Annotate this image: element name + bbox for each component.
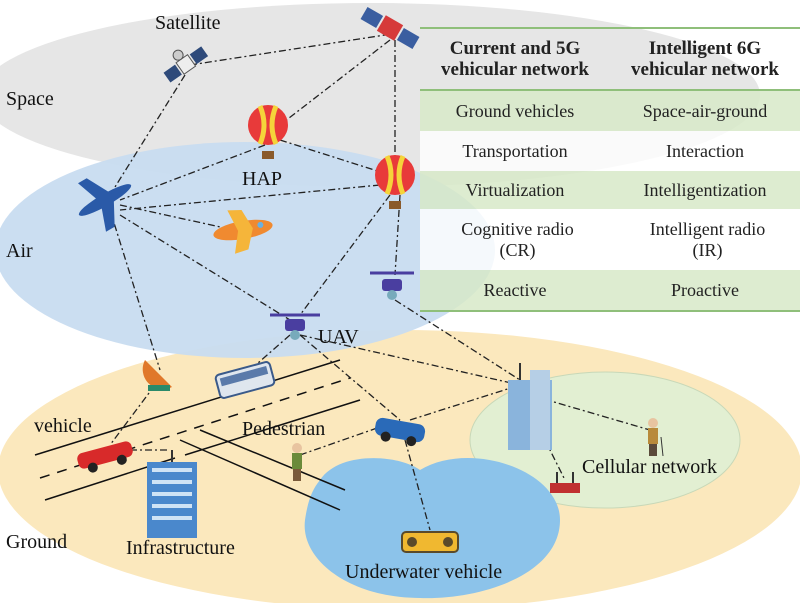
drone-icon xyxy=(270,313,320,340)
air-label: Air xyxy=(6,240,33,262)
airplane-icon xyxy=(213,209,273,254)
satellite-dish-icon xyxy=(142,360,172,391)
drone-icon xyxy=(370,271,414,300)
table-header: Current and 5G vehicular network Intelli… xyxy=(420,29,800,91)
comparison-table: Current and 5G vehicular network Intelli… xyxy=(420,27,800,312)
table-row: Reactive Proactive xyxy=(420,270,800,310)
cell-5g: Ground vehicles xyxy=(455,100,575,121)
cell-6g: Space-air-ground xyxy=(642,100,768,121)
bus-icon xyxy=(214,361,276,399)
hap-label: HAP xyxy=(242,168,283,190)
table-row: Cognitive radio (CR) Intelligent radio (… xyxy=(420,209,800,270)
table-row: Ground vehicles Space-air-ground xyxy=(420,91,800,131)
header-5g: Current and 5G vehicular network xyxy=(441,38,589,80)
vehicle-label: vehicle xyxy=(34,415,92,437)
infrastructure-label: Infrastructure xyxy=(126,537,235,559)
underwater-vehicle-icon xyxy=(401,531,459,553)
table-row: Virtualization Intelligentization xyxy=(420,171,800,209)
header-6g: Intelligent 6G vehicular network xyxy=(631,38,779,80)
satellite-icon xyxy=(163,46,209,83)
elderly-pedestrian-icon xyxy=(648,418,664,457)
cell-6g: Intelligent radio (IR) xyxy=(649,218,766,260)
cell-5g: Virtualization xyxy=(465,179,565,200)
car-icon xyxy=(374,417,426,447)
cell-tower-building-icon xyxy=(508,363,552,450)
ground-label: Ground xyxy=(6,531,68,553)
car-icon xyxy=(77,441,133,473)
cell-6g: Interaction xyxy=(666,140,744,161)
cellular-network-label: Cellular network xyxy=(582,456,717,478)
satellite-label: Satellite xyxy=(155,12,221,34)
airplane-icon xyxy=(78,178,132,232)
cell-5g: Reactive xyxy=(483,279,547,300)
cell-5g: Cognitive radio (CR) xyxy=(461,218,574,260)
hot-air-balloon-icon xyxy=(248,105,288,159)
table-row: Transportation Interaction xyxy=(420,131,800,171)
hot-air-balloon-icon xyxy=(375,155,415,209)
satellite-icon xyxy=(360,6,420,50)
space-label: Space xyxy=(6,88,54,110)
pedestrian-icon xyxy=(292,443,302,481)
air-layer xyxy=(0,142,495,358)
pedestrian-label: Pedestrian xyxy=(242,418,326,440)
building-icon xyxy=(147,450,197,538)
cell-6g: Proactive xyxy=(671,279,739,300)
uav-label: UAV xyxy=(318,326,359,348)
router-icon xyxy=(550,472,580,493)
water-area xyxy=(304,458,560,599)
cell-6g: Intelligentization xyxy=(643,179,767,200)
underwater-vehicle-label: Underwater vehicle xyxy=(345,561,503,583)
communication-links xyxy=(109,34,651,531)
cell-5g: Transportation xyxy=(462,140,568,161)
